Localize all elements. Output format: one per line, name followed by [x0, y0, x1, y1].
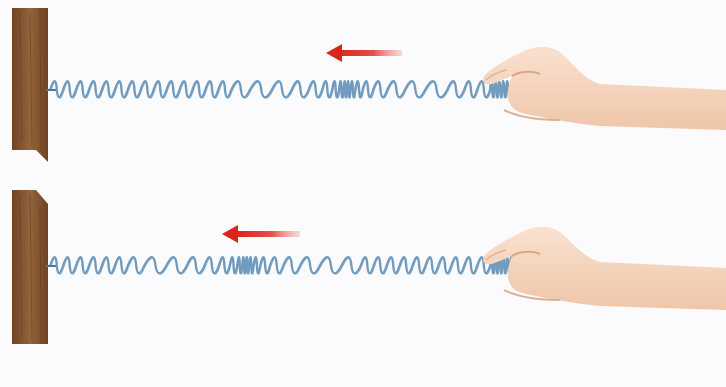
wall-icon [12, 8, 48, 162]
wall-icon [12, 190, 48, 344]
